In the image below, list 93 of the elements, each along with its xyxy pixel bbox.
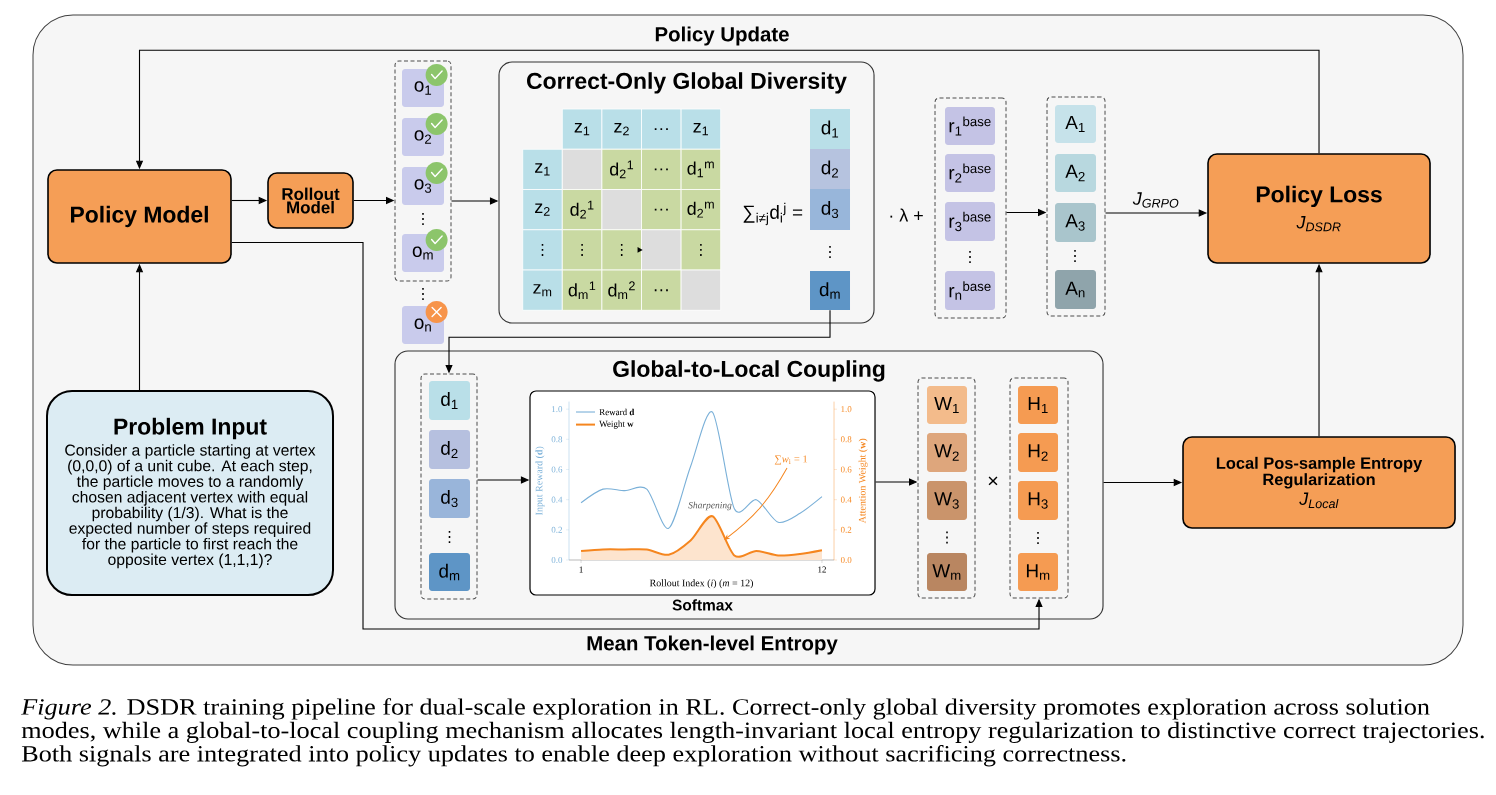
label: 0.4 bbox=[840, 496, 852, 503]
matrix-cell: d$_{2}$1 bbox=[561, 189, 603, 231]
matrix-cell: ⋮ bbox=[522, 229, 563, 271]
figure-caption: Figure 2. DSDR training pipeline for dual-scale exploration in RL. Correct-only global diversity promotes exploration across solution modes, while a global-to-local coupling mechanism allocates length-invariant local entropy regularization to distinctive correct trajectories. Both signals are integrated into policy updates to enable deep exploration without sacrificing correctness. bbox=[21, 698, 1484, 767]
vertical-dots: ⋮ bbox=[829, 246, 831, 259]
y-tick-label: 0.0 bbox=[551, 556, 563, 564]
vector-tile: H$_{3}$ bbox=[1018, 481, 1058, 520]
y-tick-label: 0.4 bbox=[551, 496, 563, 503]
label: 1.0 bbox=[841, 406, 852, 413]
vector-tile: d$_{3}$ bbox=[810, 189, 850, 230]
dashed-group-frame bbox=[1009, 377, 1069, 599]
matrix-cell: z$_{1}$ bbox=[680, 108, 722, 150]
vector-tile: W$_{3}$ bbox=[927, 481, 967, 520]
y-tick-label: 0.2 bbox=[551, 526, 562, 533]
vector-tile: r$_{2}$base bbox=[945, 154, 995, 192]
vertical-dots: ⋮ bbox=[422, 288, 424, 301]
dashed-group-frame bbox=[420, 373, 478, 600]
vector-tile: d$_{m}$ bbox=[810, 271, 850, 310]
label: Attention Weight (w) bbox=[858, 438, 868, 524]
dashed-group-frame bbox=[1046, 96, 1106, 317]
legend-label: Weight w bbox=[599, 420, 634, 429]
vertical-dots: ⋮ bbox=[422, 213, 424, 225]
matrix-cell: d$_{1}$m bbox=[680, 148, 722, 190]
label: 0.0 bbox=[840, 556, 852, 564]
process-box: Rollout Model bbox=[267, 172, 354, 229]
matrix-cell: … bbox=[641, 148, 682, 190]
matrix-cell: z$_{1}$ bbox=[561, 108, 603, 150]
multiply-sign: × bbox=[988, 476, 998, 486]
vector-tile: r$_{1}$base bbox=[945, 107, 995, 145]
process-box: Policy Loss J$_{DSDR}$ bbox=[1207, 153, 1431, 264]
vector-tile: H$_{1}$ bbox=[1018, 386, 1058, 424]
dashed-group-frame bbox=[934, 97, 1007, 319]
matrix-cell: ⋮ bbox=[561, 229, 603, 271]
matrix-cell: d$_{2}$1 bbox=[601, 148, 642, 190]
label: 0.6 bbox=[840, 466, 852, 473]
dashed-group-frame bbox=[394, 60, 452, 282]
vector-tile: H$_{2}$ bbox=[1018, 433, 1058, 472]
vector-tile: r$_{n}$base bbox=[945, 271, 995, 310]
matrix-cell: z$_{2}$ bbox=[601, 108, 642, 150]
vector-tile: d$_{2}$ bbox=[810, 149, 850, 189]
vector-tile: W$_{m}$ bbox=[927, 553, 967, 591]
legend-label: Reward d bbox=[599, 408, 635, 416]
y-tick-label: 0.8 bbox=[551, 436, 563, 443]
vector-tile: A$_{3}$ bbox=[1055, 203, 1096, 242]
edge-label: Policy Update bbox=[652, 24, 792, 48]
matrix-cell: d$_{m}$1 bbox=[561, 269, 603, 311]
vector-tile: d$_{m}$ bbox=[429, 553, 470, 591]
vector-tile: d$_{1}$ bbox=[810, 109, 850, 149]
edge-label: Mean Token-level Entropy bbox=[584, 633, 840, 657]
chart-annotation: Sharpening bbox=[688, 501, 732, 511]
vector-tile: d$_{2}$ bbox=[429, 430, 470, 469]
vector-tile: A$_{1}$ bbox=[1055, 105, 1096, 143]
vector-tile: W$_{1}$ bbox=[927, 386, 967, 424]
vector-tile: d$_{3}$ bbox=[429, 479, 470, 518]
scale-term: · λ + bbox=[890, 208, 923, 222]
matrix-cell: ⋮ bbox=[680, 229, 722, 271]
vertical-dots: ⋮ bbox=[1037, 532, 1039, 545]
process-box: Policy Model bbox=[47, 169, 232, 264]
y-tick-label: 1.0 bbox=[552, 406, 563, 413]
vector-tile: d$_{1}$ bbox=[429, 381, 470, 420]
x-tick-label: 12 bbox=[818, 566, 826, 573]
arrow bbox=[231, 241, 1043, 630]
chart-caption: Softmax bbox=[672, 599, 733, 611]
vertical-dots: ⋮ bbox=[946, 531, 948, 544]
matrix-cell: z$_{1}$ bbox=[522, 148, 563, 190]
vector-tile: W$_{2}$ bbox=[927, 433, 967, 472]
vertical-dots: ⋮ bbox=[1074, 250, 1076, 263]
problem-box: Problem Input Consider a particle starting at vertex (0,0,0) of a unit cube. At each step, the particle moves to a randomly chosen adjacent vertex with equal probability (1/3). What is the expected number of steps required for the particle to first reach the opposite vertex (1,1,1)? bbox=[46, 390, 334, 596]
process-box: Local Pos-sample Entropy Regularization J$_{Local}$ bbox=[1182, 436, 1456, 529]
y-axis-title: Input Reward (d) bbox=[535, 446, 545, 516]
label: 0.2 bbox=[840, 526, 852, 533]
vector-tile: A$_{2}$ bbox=[1055, 154, 1096, 192]
vector-tile: r$_{3}$base bbox=[945, 202, 995, 241]
vertical-dots: ⋮ bbox=[969, 251, 971, 264]
sum-formula: ∑$_{i≠j}$d$_{i}$$^{j}$ = bbox=[743, 202, 803, 226]
matrix-cell: d$_{m}$2 bbox=[601, 269, 642, 311]
edge-label: J$_{GRPO}$ bbox=[1130, 190, 1182, 210]
vertical-dots: ⋮ bbox=[448, 531, 451, 544]
vector-tile: A$_{n}$ bbox=[1055, 270, 1096, 309]
matrix-cell: z$_{2}$ bbox=[522, 189, 563, 231]
x-tick-label: 1 bbox=[579, 566, 583, 573]
chart-annotation: ∑w$_{i}$ = 1 bbox=[774, 455, 808, 465]
matrix-cell: d$_{2}$m bbox=[680, 189, 722, 231]
matrix-cell: … bbox=[641, 108, 682, 150]
y-tick-label: 0.6 bbox=[551, 466, 563, 473]
matrix-cell: ⋮ bbox=[601, 229, 642, 271]
matrix-cell: … bbox=[641, 269, 682, 311]
dashed-group-frame bbox=[917, 377, 976, 599]
label: 0.8 bbox=[840, 436, 852, 443]
matrix-cell: … bbox=[641, 189, 682, 231]
x-axis-title: Rollout Index (i) (m = 12) bbox=[649, 579, 753, 589]
vector-tile: H$_{m}$ bbox=[1018, 553, 1058, 591]
matrix-cell: z$_{m}$ bbox=[522, 269, 563, 311]
